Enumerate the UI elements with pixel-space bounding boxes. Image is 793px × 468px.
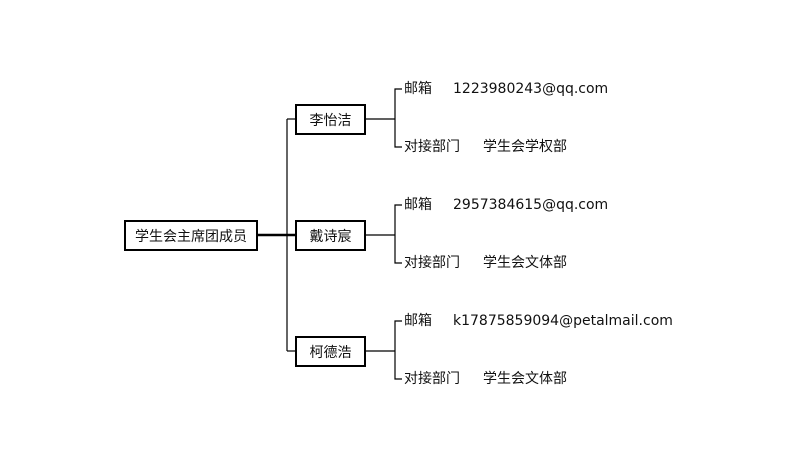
member-node[interactable]: 李怡洁: [295, 104, 366, 135]
email-value: 2957384615@qq.com: [453, 197, 609, 213]
email-label: 邮箱: [404, 81, 432, 97]
dept-value: 学生会文体部: [483, 371, 567, 387]
member-name: 李怡洁: [309, 112, 352, 129]
detail-connector: [366, 204, 402, 264]
email-label: 邮箱: [404, 197, 432, 213]
dept-label: 对接部门: [404, 139, 460, 155]
detail-connector: [366, 320, 402, 380]
detail-connector: [366, 88, 402, 148]
dept-value: 学生会学权部: [483, 139, 567, 155]
dept-label: 对接部门: [404, 371, 460, 387]
member-name: 柯德浩: [309, 344, 352, 361]
member-name: 戴诗宸: [309, 228, 352, 245]
member-node[interactable]: 戴诗宸: [295, 220, 366, 251]
email-value: k17875859094@petalmail.com: [453, 313, 673, 329]
root-node[interactable]: 学生会主席团成员: [124, 220, 258, 251]
email-label: 邮箱: [404, 313, 432, 329]
email-value: 1223980243@qq.com: [453, 81, 609, 97]
root-label: 学生会主席团成员: [135, 228, 247, 245]
dept-label: 对接部门: [404, 255, 460, 271]
member-node[interactable]: 柯德浩: [295, 336, 366, 367]
dept-value: 学生会文体部: [483, 255, 567, 271]
